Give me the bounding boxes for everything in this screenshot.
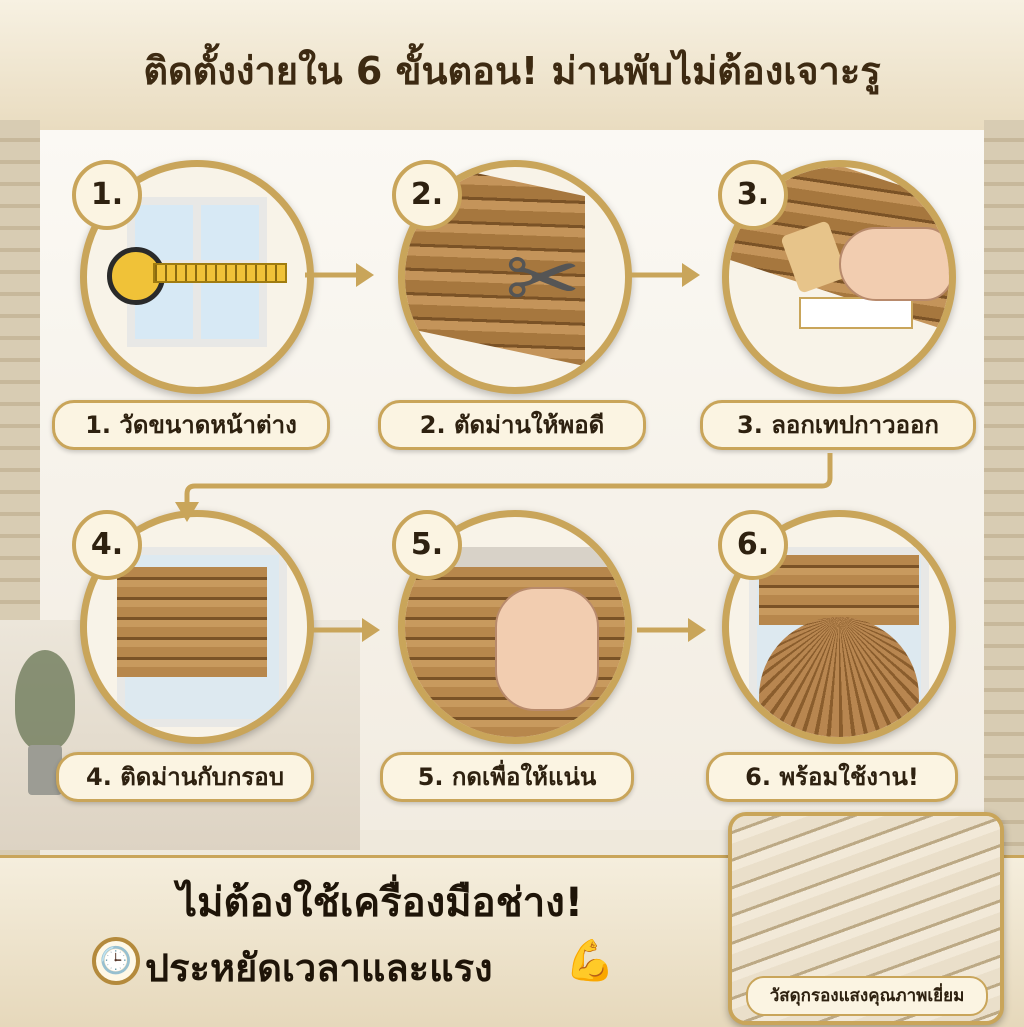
header-banner: ติดตั้งง่ายใน 6 ขั้นตอน! ม่านพับไม่ต้องเ… (0, 0, 1024, 133)
background-blind-right (984, 120, 1024, 880)
step-6-illustration (722, 510, 956, 744)
step-1-label: 1. วัดขนาดหน้าต่าง (52, 400, 330, 450)
page-title: ติดตั้งง่ายใน 6 ขั้นตอน! ม่านพับไม่ต้องเ… (143, 49, 881, 93)
arrow-step-4-to-5 (311, 618, 380, 642)
finished-blind-icon (759, 617, 919, 737)
no-tools-headline: ไม่ต้องใช้เครื่องมือช่าง! (177, 880, 583, 926)
press-hand-icon (495, 587, 599, 711)
step-6-label: 6. พร้อมใช้งาน! (706, 752, 958, 802)
step-3-label: 3. ลอกเทปกาวออก (700, 400, 976, 450)
arrow-step-1-to-2 (305, 263, 374, 287)
material-label: วัสดุกรองแสงคุณภาพเยี่ยม (746, 976, 988, 1016)
tape-measure-strip (153, 263, 287, 283)
material-swatch: วัสดุกรองแสงคุณภาพเยี่ยม (728, 812, 1004, 1025)
step-6-badge: 6. (718, 510, 788, 580)
flexed-biceps-icon: 💪 (565, 938, 615, 984)
arrow-step-3-to-4 (175, 453, 833, 522)
step-1-badge: 1. (72, 160, 142, 230)
arrow-step-5-to-6 (637, 618, 706, 642)
scissors-icon: ✂ (505, 227, 581, 332)
step-2-badge: 2. (392, 160, 462, 230)
step-3-badge: 3. (718, 160, 788, 230)
attach-blind-icon (117, 567, 267, 677)
hand-icon (839, 227, 949, 301)
plant-decoration (15, 650, 75, 750)
step-5-illustration (398, 510, 632, 744)
arrow-step-2-to-3 (631, 263, 700, 287)
step-5-label: 5. กดเพื่อให้แน่น (380, 752, 634, 802)
step-4-label: 4. ติดม่านกับกรอบ (56, 752, 314, 802)
save-time-headline: ประหยัดเวลาและแรง (145, 946, 493, 990)
adhesive-strip (799, 297, 913, 329)
step-4-badge: 4. (72, 510, 142, 580)
pleated-blind (759, 555, 919, 625)
clock-icon: 🕒 (92, 937, 140, 985)
step-2-label: 2. ตัดม่านให้พอดี (378, 400, 646, 450)
step-5-badge: 5. (392, 510, 462, 580)
step-1-illustration (80, 160, 314, 394)
